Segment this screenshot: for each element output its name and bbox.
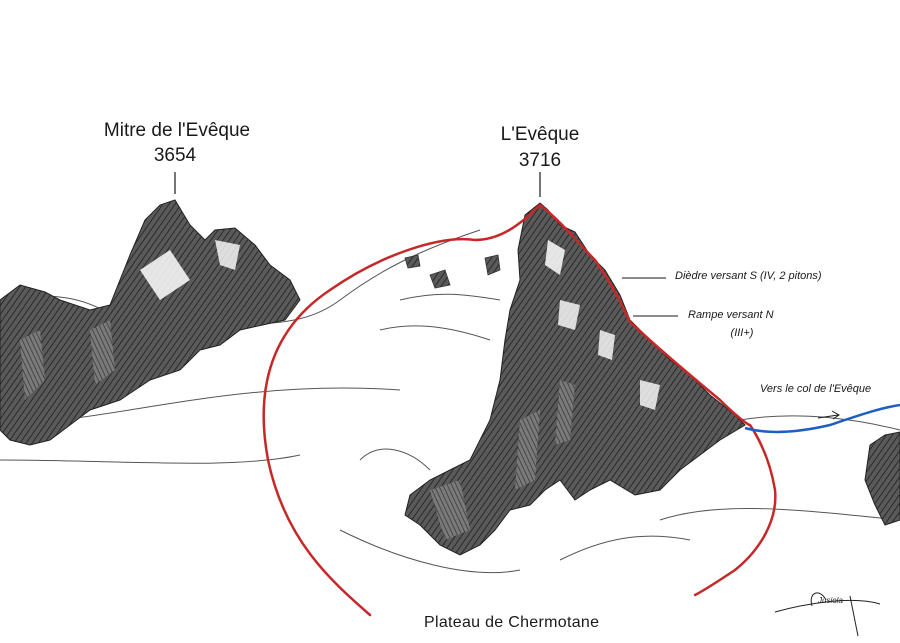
mitre-altitude: 3654 xyxy=(153,145,197,166)
right-rock xyxy=(864,431,900,526)
ridge-rocks xyxy=(404,254,501,289)
eveque-altitude: 3716 xyxy=(518,150,562,171)
rampe-grade: (III+) xyxy=(730,327,754,339)
eveque-name: L'Evêque xyxy=(500,124,580,145)
route-line xyxy=(262,203,777,617)
rampe-annotation: Rampe versant N xyxy=(688,309,774,321)
plateau-label: Plateau de Chermotane xyxy=(424,614,600,631)
signature-mark xyxy=(774,592,881,637)
mitre-rock xyxy=(0,199,301,446)
signature-text: Jusiola xyxy=(818,596,843,605)
col-annotation: Vers le col de l'Evêque xyxy=(760,383,872,395)
mitre-name: Mitre de l'Evêque xyxy=(103,120,251,141)
eveque-rock xyxy=(404,202,746,556)
col-arrow-icon xyxy=(817,410,840,420)
diedre-annotation: Dièdre versant S (IV, 2 pitons) xyxy=(675,270,822,282)
approach-line xyxy=(744,403,900,434)
